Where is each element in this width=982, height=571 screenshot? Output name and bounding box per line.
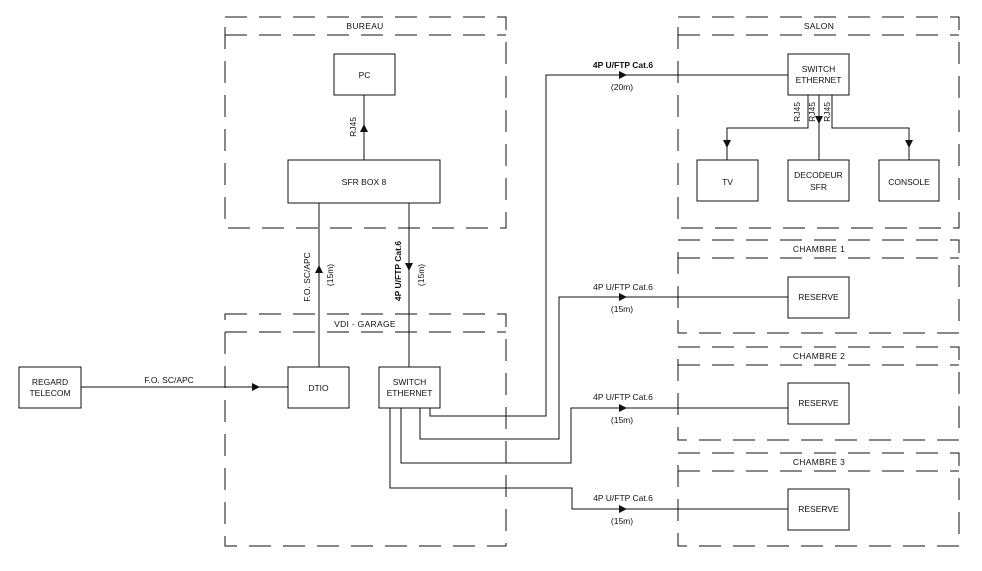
node-console-label: CONSOLE	[888, 177, 930, 187]
wire-salon-console	[831, 95, 910, 160]
wire-switch-chambre1	[419, 296, 788, 440]
arrow-down-icon	[905, 140, 913, 148]
node-decodeur-line1: DECODEUR	[794, 170, 843, 180]
node-tv-label: TV	[722, 177, 733, 187]
zone-chambre-1: CHAMBRE 1	[677, 239, 960, 334]
node-switch-salon-line2: ETHERNET	[796, 75, 842, 85]
wire-switch-chambre2	[400, 407, 788, 464]
node-pc-label: PC	[359, 70, 371, 80]
label-fo-regard: F.O. SC/APC	[144, 375, 194, 385]
arrow-down-icon	[723, 140, 731, 148]
label-rj45-tv: RJ45	[792, 102, 802, 122]
arrow-right-icon	[619, 293, 627, 301]
node-reserve-chambre1-label: RESERVE	[798, 292, 839, 302]
label-cat6-chambre2-length: (15m)	[611, 415, 633, 425]
node-reserve-chambre3-label: RESERVE	[798, 504, 839, 514]
arrow-right-icon	[619, 71, 627, 79]
zone-vdi-garage: VDI - GARAGE	[224, 313, 507, 547]
node-pc: PC	[333, 53, 396, 96]
node-reserve-chambre2-label: RESERVE	[798, 398, 839, 408]
label-cat6-box: 4P U/FTP Cat.6	[393, 241, 403, 301]
node-switch-salon-line1: SWITCH	[802, 64, 836, 74]
node-switch-garage-line2: ETHERNET	[387, 388, 433, 398]
node-console: CONSOLE	[878, 159, 940, 202]
arrow-right-icon	[619, 505, 627, 513]
label-fo-box-length: (15m)	[325, 264, 335, 286]
label-cat6-chambre3: 4P U/FTP Cat.6	[593, 493, 653, 503]
arrow-up-icon	[360, 124, 368, 132]
label-rj45-console: RJ45	[822, 102, 832, 122]
zone-salon: SALON	[677, 16, 960, 229]
label-cat6-chambre1: 4P U/FTP Cat.6	[593, 282, 653, 292]
node-regard-telecom: REGARD TELECOM	[18, 366, 82, 409]
zone-salon-title: SALON	[804, 21, 834, 31]
node-reserve-chambre1: RESERVE	[787, 276, 850, 319]
node-regard-telecom-line1: REGARD	[32, 377, 68, 387]
zone-chambre-3: CHAMBRE 3	[677, 452, 960, 547]
node-regard-telecom-line2: TELECOM	[29, 388, 70, 398]
arrow-up-icon	[315, 265, 323, 273]
wire-switch-chambre3	[389, 408, 788, 510]
node-decodeur-line2: SFR	[810, 182, 827, 192]
node-switch-salon: SWITCH ETHERNET	[787, 53, 850, 96]
node-dtio-label: DTIO	[308, 383, 329, 393]
arrow-right-icon	[252, 383, 260, 391]
node-decodeur: DECODEUR SFR	[787, 159, 850, 202]
zone-chambre-1-title: CHAMBRE 1	[793, 244, 845, 254]
node-dtio: DTIO	[287, 366, 350, 409]
arrow-down-icon	[815, 116, 823, 124]
label-cat6-salon: 4P U/FTP Cat.6	[593, 60, 653, 70]
node-tv: TV	[696, 159, 759, 202]
label-cat6-chambre3-length: (15m)	[611, 516, 633, 526]
node-reserve-chambre3: RESERVE	[787, 488, 850, 531]
label-cat6-chambre2: 4P U/FTP Cat.6	[593, 392, 653, 402]
node-reserve-chambre2: RESERVE	[787, 382, 850, 425]
label-rj45-decodeur: RJ45	[807, 102, 817, 122]
zone-chambre-2: CHAMBRE 2	[677, 346, 960, 441]
zone-bureau: BUREAU	[224, 16, 507, 229]
wires	[81, 71, 913, 513]
label-cat6-salon-length: (20m)	[611, 82, 633, 92]
zone-vdi-garage-title: VDI - GARAGE	[334, 319, 396, 329]
node-switch-garage-line1: SWITCH	[393, 377, 427, 387]
node-sfr-box-label: SFR BOX 8	[342, 177, 387, 187]
zone-chambre-3-title: CHAMBRE 3	[793, 457, 845, 467]
label-rj45-pc: RJ45	[348, 117, 358, 137]
label-fo-box: F.O. SC/APC	[302, 252, 312, 302]
wire-switch-salon	[429, 74, 788, 417]
label-cat6-box-length: (15m)	[416, 264, 426, 286]
arrow-right-icon	[619, 404, 627, 412]
node-sfr-box: SFR BOX 8	[287, 159, 441, 204]
link-labels: RJ45 F.O. SC/APC F.O. SC/APC (15m) 4P U/…	[144, 60, 832, 526]
label-cat6-chambre1-length: (15m)	[611, 304, 633, 314]
arrow-down-icon	[405, 263, 413, 271]
zone-bureau-title: BUREAU	[346, 21, 383, 31]
zone-chambre-2-title: CHAMBRE 2	[793, 351, 845, 361]
node-switch-garage: SWITCH ETHERNET	[378, 366, 441, 409]
